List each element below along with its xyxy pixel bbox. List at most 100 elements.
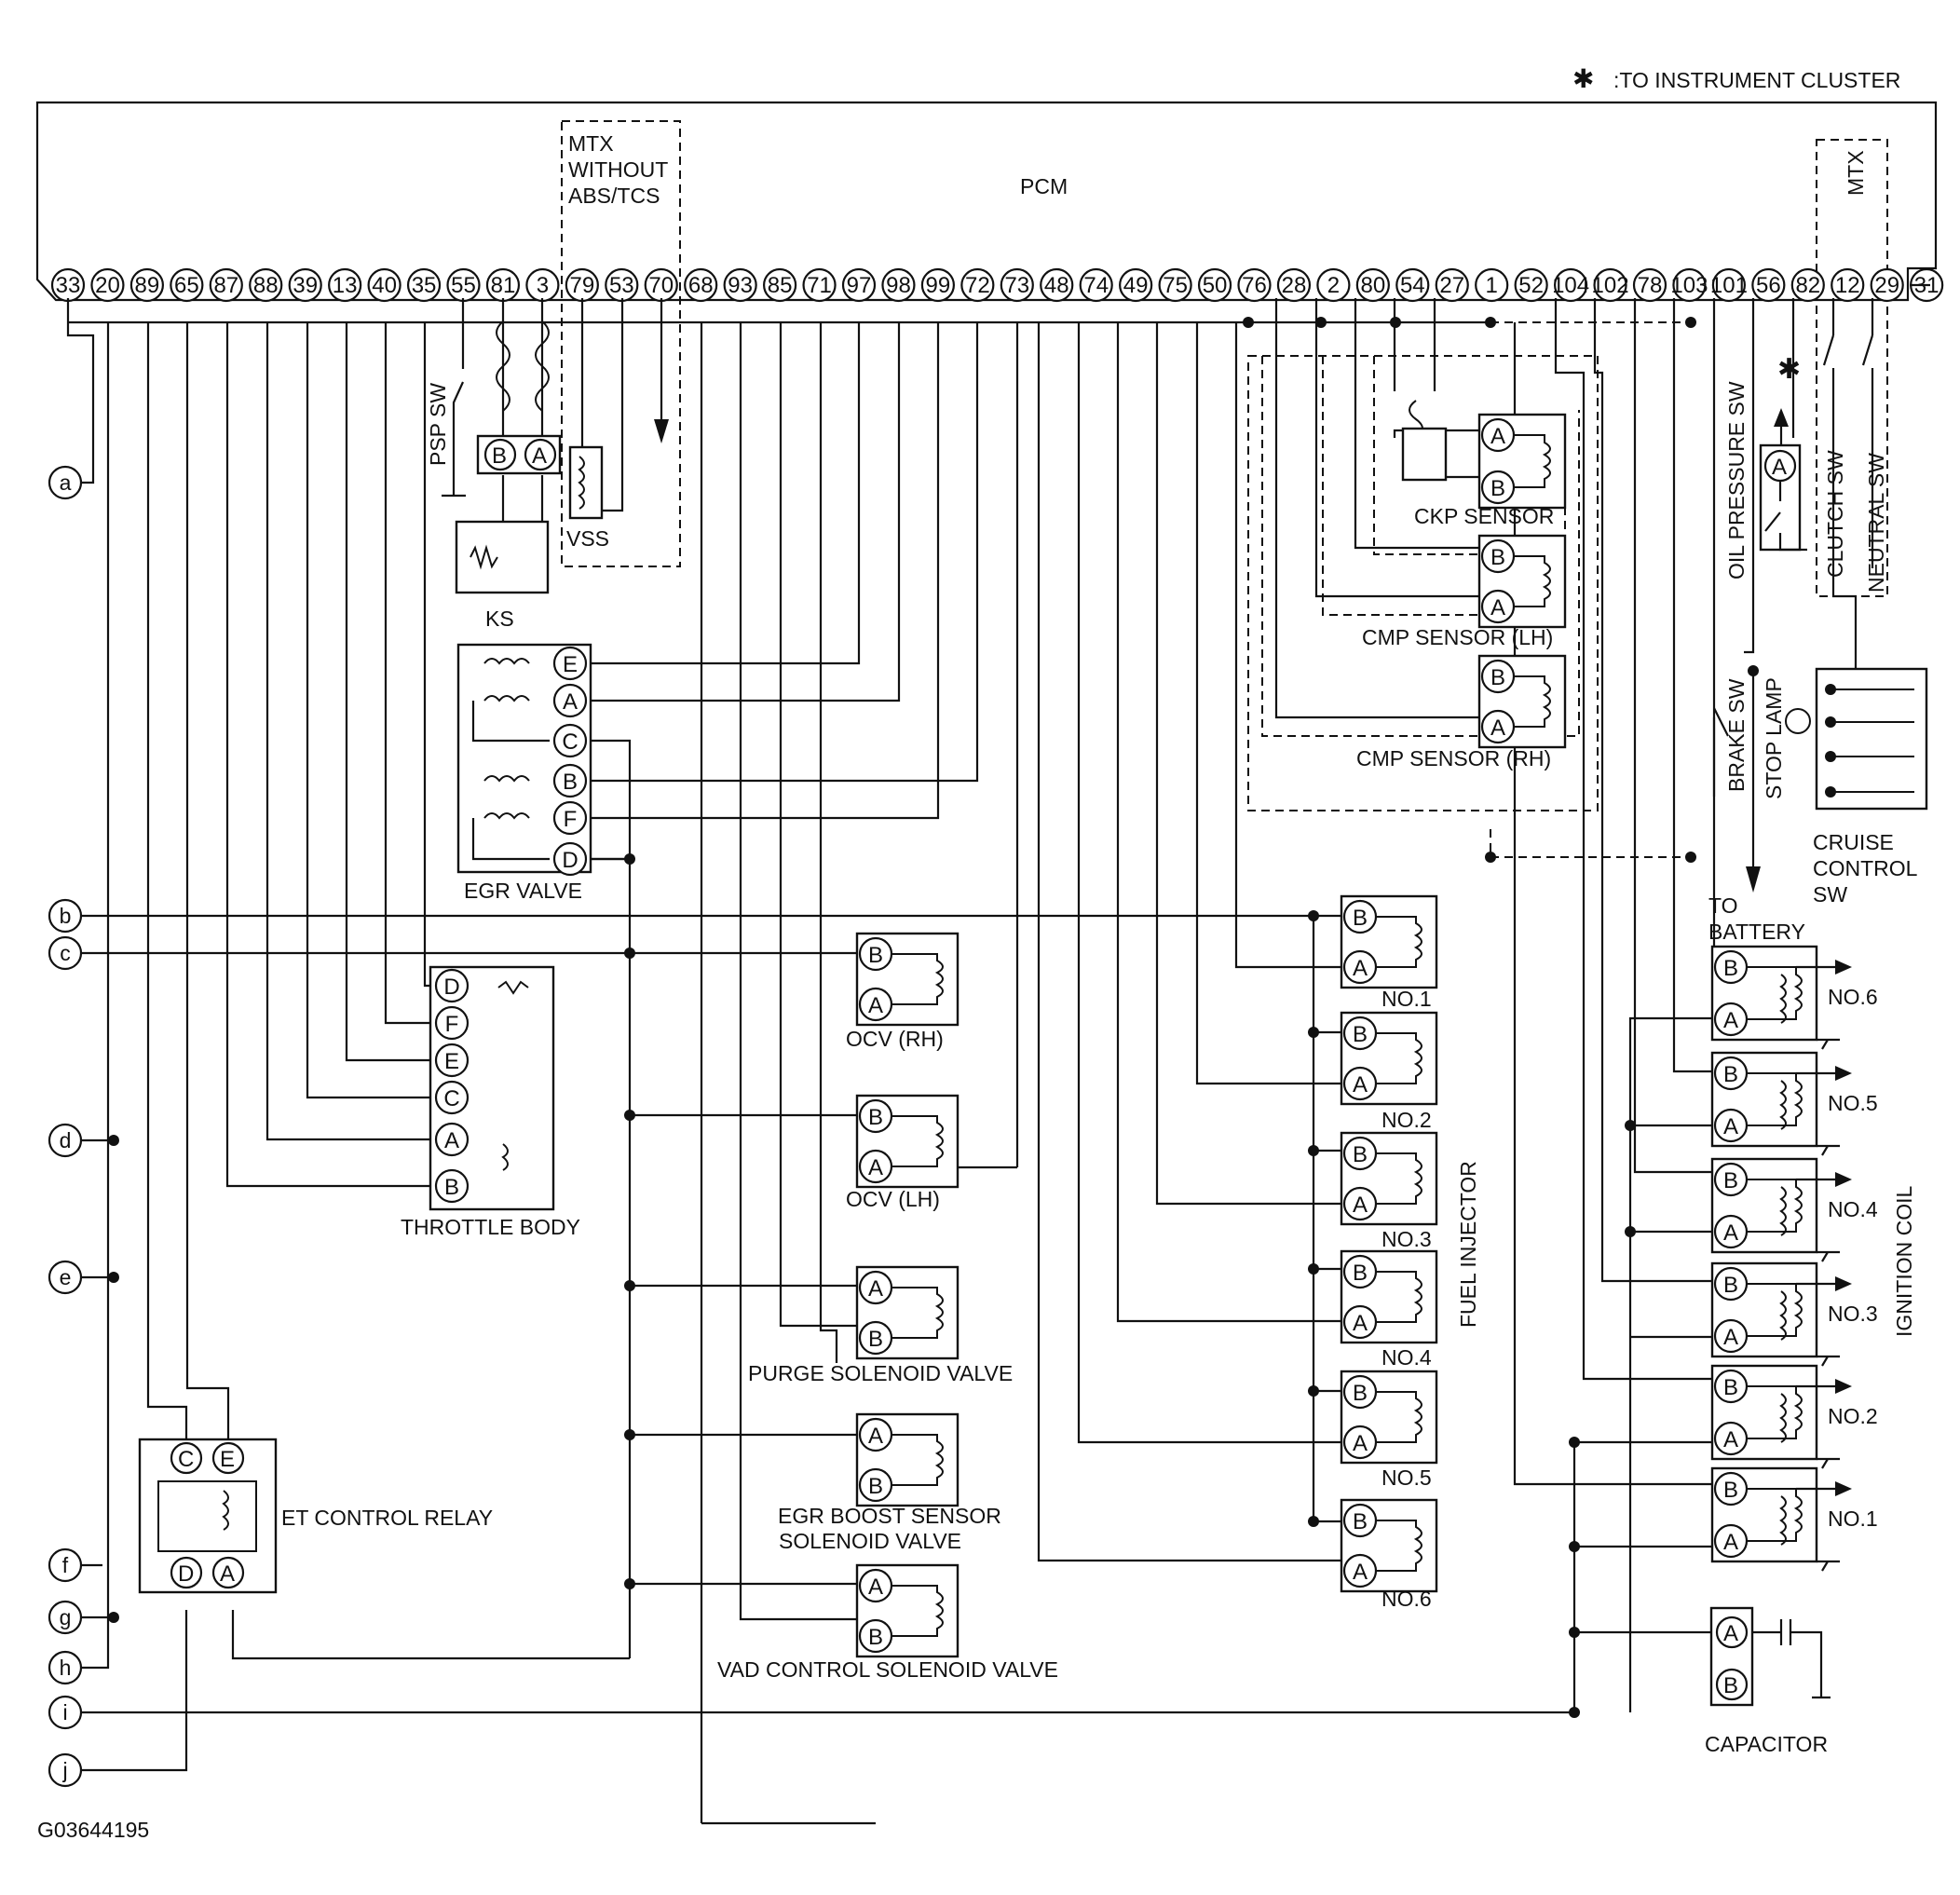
egr-boost-label-2: SOLENOID VALVE <box>779 1529 961 1553</box>
note-symbol: ✱ <box>1572 64 1594 93</box>
pin-label: B <box>1353 1022 1368 1047</box>
mtx-without-abs-line2: WITHOUT <box>568 157 668 182</box>
purge-label: PURGE SOLENOID VALVE <box>748 1361 1013 1385</box>
pcm-pin-label: 65 <box>174 273 199 298</box>
injector-label: NO.4 <box>1382 1345 1432 1370</box>
vss-coil <box>578 456 585 510</box>
egr-valve-pin: C <box>552 723 588 758</box>
egr-pin-label: B <box>563 770 578 795</box>
pcm-pin: 55 <box>446 267 481 303</box>
pcm-pin-label: 76 <box>1242 273 1267 298</box>
pcm-pin: 93 <box>723 267 757 303</box>
pin-label: A <box>868 1276 883 1302</box>
ks-pin-b: B <box>492 443 507 469</box>
pcm-pin: 74 <box>1079 267 1113 303</box>
coil-label: NO.6 <box>1828 985 1878 1009</box>
egr-valve-label: EGR VALVE <box>464 879 582 903</box>
pcm-pin: 54 <box>1395 267 1430 303</box>
output-arrow-icon <box>1835 1172 1852 1187</box>
junction-dot <box>1569 1541 1580 1552</box>
pcm-pin-label: 78 <box>1638 273 1663 298</box>
pcm-pin-label: 33 <box>56 273 81 298</box>
pcm-pin-label: 53 <box>609 273 634 298</box>
vad-control-solenoid-valve: AB <box>855 1563 960 1658</box>
vss-arrow-icon <box>654 419 669 443</box>
pcm-box <box>35 101 1938 302</box>
pin-label: A <box>868 1424 883 1449</box>
junction-dot <box>1625 1226 1636 1237</box>
to-battery-line2: BATTERY <box>1708 920 1805 944</box>
wiring <box>66 298 1874 1825</box>
pcm-pin: 27 <box>1435 267 1469 303</box>
pcm-pin: 87 <box>209 267 243 303</box>
throttle-pin-label: F <box>445 1012 459 1037</box>
egr-valve-pin: A <box>552 683 588 718</box>
pin-label: B <box>1353 1381 1368 1406</box>
coil-label: NO.1 <box>1828 1506 1878 1531</box>
mtx-without-abs-line1: MTX <box>568 131 614 156</box>
junction-dot <box>624 1578 635 1589</box>
ignition-coil-unit: BA <box>1710 1466 1852 1572</box>
ignition-coil-unit: BA <box>1710 1051 1852 1156</box>
ckp-sensor: AB <box>1477 413 1567 510</box>
pin-label: A <box>1490 595 1505 620</box>
pcm-pin-label: 104 <box>1552 273 1589 298</box>
injector-label: NO.2 <box>1382 1108 1432 1132</box>
mtx-without-abs-region <box>561 120 681 567</box>
pcm-pin: 102 <box>1592 267 1629 303</box>
pin-label: B <box>1723 1273 1738 1298</box>
egr-pin-label: A <box>563 689 578 715</box>
fuel-injector-6: BA <box>1340 1498 1438 1593</box>
junction-dot <box>624 1429 635 1440</box>
pcm-pin: 81 <box>485 267 521 303</box>
psp-sw-label: PSP SW <box>426 383 450 466</box>
pcm-pin: 101 <box>1710 267 1748 303</box>
pcm-pin: 56 <box>1751 267 1786 303</box>
pcm-pin-label: 40 <box>372 273 397 298</box>
junction-dot <box>1315 317 1327 328</box>
pcm-pin: 97 <box>841 267 877 303</box>
pin-label: A <box>1723 1427 1738 1452</box>
coil-label: NO.3 <box>1828 1302 1878 1326</box>
cmp-sensor-rh: BA <box>1477 654 1567 749</box>
pin-label: B <box>868 1105 883 1130</box>
pcm-pin-label: 49 <box>1123 273 1149 298</box>
junction-dot <box>1308 1027 1319 1038</box>
pin-label: A <box>868 993 883 1018</box>
pcm-pin: 88 <box>249 267 283 303</box>
output-arrow-icon <box>1835 1481 1852 1496</box>
pcm-pin: 68 <box>684 267 718 303</box>
instrument-cluster-note: :TO INSTRUMENT CLUSTER <box>1613 68 1900 92</box>
vss-box <box>568 445 604 520</box>
junction-dot <box>1308 1385 1319 1397</box>
ocv-rh-valve: BA <box>855 932 960 1027</box>
pin-label: B <box>1490 665 1505 690</box>
pcm-pin: 48 <box>1040 267 1074 303</box>
pcm-pin-label: 101 <box>1710 273 1748 298</box>
junction-dot <box>1825 751 1836 762</box>
pcm-pin: 20 <box>90 267 125 303</box>
pin-label: B <box>1353 1261 1368 1286</box>
pcm-pin-label: 80 <box>1360 273 1385 298</box>
pcm-pin-label: 85 <box>768 273 793 298</box>
pcm-label: PCM <box>1020 174 1068 198</box>
pin-label: A <box>1723 1114 1738 1139</box>
connector-label: f <box>62 1553 69 1577</box>
ignition-coil-unit: BA <box>1710 1261 1852 1367</box>
junction-dot <box>1825 684 1836 695</box>
connector-i: i <box>48 1695 83 1730</box>
to-battery-arrow-icon <box>1746 866 1761 893</box>
connector-h: h <box>48 1650 83 1685</box>
throttle-body-pin: E <box>434 1043 470 1078</box>
pcm-pin-label: 75 <box>1163 273 1188 298</box>
throttle-body-pin: C <box>434 1080 470 1115</box>
junction-dot <box>108 1612 119 1623</box>
connector-j: j <box>48 1752 83 1788</box>
pcm-pin-label: 50 <box>1203 273 1228 298</box>
pin-label: B <box>1723 1375 1738 1400</box>
pcm-pin: 98 <box>881 267 916 303</box>
pcm-pin: 28 <box>1276 267 1312 303</box>
pcm-pin: 82 <box>1790 267 1825 303</box>
